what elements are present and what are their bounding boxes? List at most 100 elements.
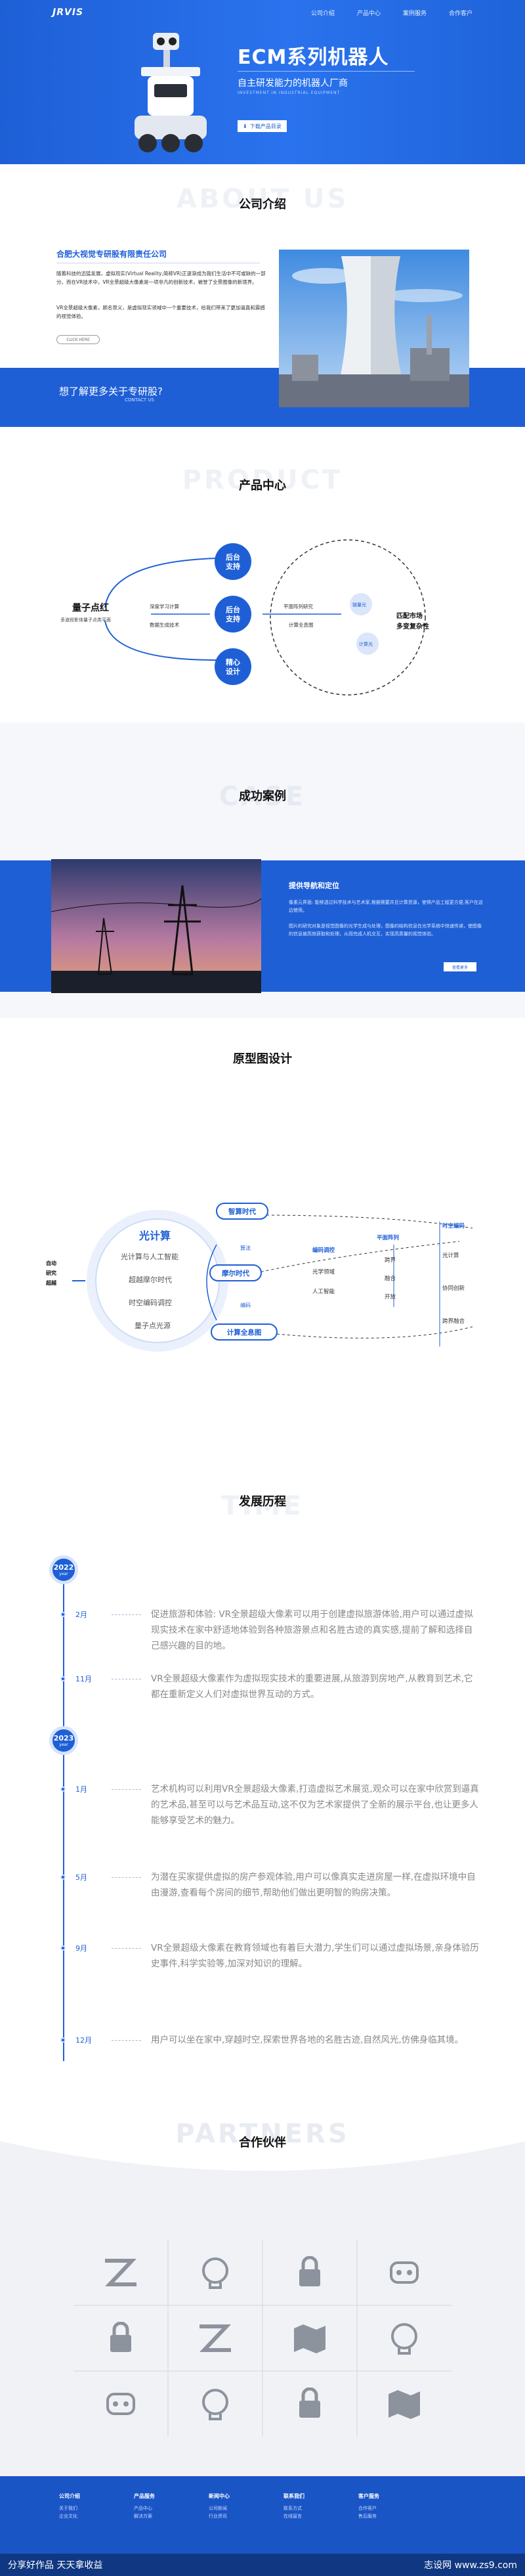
- nav-item-products[interactable]: 产品中心: [356, 10, 381, 17]
- footer-col-service: 客户服务 合作客户 售后服务: [358, 2493, 379, 2520]
- bubble-label-2: 计算光: [359, 642, 373, 647]
- footer-link[interactable]: 关于我们: [59, 2506, 77, 2511]
- footer-link[interactable]: 合作客户: [358, 2506, 377, 2511]
- event-text: 艺术机构可以利用VR全景超级大像素,打造虚拟艺术展览,观众可以在家中欣赏到逼真的…: [151, 1784, 479, 1826]
- year-2023-tag: year: [59, 1743, 68, 1747]
- footer-link[interactable]: 企业文化: [59, 2514, 77, 2519]
- center-label-2[interactable]: 后台支持: [226, 606, 240, 623]
- hero-subtitle-en: INVESTMENT IN INDUSTRIAL EQUIPMENT: [238, 91, 341, 95]
- contact-banner-sub[interactable]: CONTACT US: [125, 397, 154, 403]
- footer-col-heading[interactable]: 新闻中心: [209, 2493, 230, 2499]
- footer-link[interactable]: 联系方式: [284, 2506, 302, 2511]
- footer-col-contact: 联系我们 联系方式 在线留言: [284, 2493, 304, 2520]
- watermark-left: 分享好作品 天天拿收益: [8, 2560, 103, 2571]
- footer-col-news: 新闻中心 公司新闻 行业资讯: [209, 2493, 230, 2520]
- footer-col-heading[interactable]: 公司介绍: [59, 2493, 80, 2499]
- footer-col-products: 产品服务 产品中心 解决方案: [134, 2493, 155, 2520]
- download-catalog-button[interactable]: ⬇ 下载产品目录: [238, 120, 287, 132]
- intro-heading: 公司介绍: [239, 198, 286, 211]
- footer-columns: 公司介绍 关于我们 企业文化 产品服务 产品中心 解决方案 新闻中心 公司新闻 …: [59, 2493, 379, 2520]
- timeline-dot: [60, 2037, 66, 2043]
- footer-col-heading[interactable]: 客户服务: [358, 2493, 379, 2499]
- event-text: VR全景超级大像素在教育领域也有着巨大潜力,学生们可以通过虚拟场景,亲身体验历史…: [151, 1943, 479, 1969]
- partner-logo-map[interactable]: [262, 2305, 357, 2371]
- circle-title: 光计算: [139, 1230, 171, 1242]
- side-label-1: 自动: [46, 1260, 56, 1266]
- pill-smart-era[interactable]: 智算时代: [228, 1208, 256, 1216]
- partners-bg-text: PARTNERS: [175, 2119, 350, 2149]
- pill-holography[interactable]: 计算全息图: [226, 1329, 262, 1337]
- nav-item-clients[interactable]: 合作客户: [448, 10, 472, 17]
- timeline-dot: [60, 1945, 66, 1951]
- footer-link[interactable]: 行业资讯: [209, 2514, 227, 2519]
- partner-logo-brain[interactable]: [168, 2371, 262, 2437]
- partner-logo-lock[interactable]: [74, 2305, 168, 2371]
- partner-logo-z[interactable]: [168, 2305, 262, 2371]
- event-dash: [112, 1614, 141, 1615]
- nav-menu: 公司介绍 产品中心 案例服务 合作客户: [311, 9, 472, 17]
- partners-section: PARTNERS 合作伙伴: [0, 2119, 525, 2476]
- center-label-3[interactable]: 精心设计: [226, 658, 240, 676]
- mid-left-label-1: 深度学习计算: [150, 604, 179, 610]
- partner-logo-brain[interactable]: [168, 2240, 262, 2305]
- case-paragraph-2: 图片的研究对象是视觉图像的光学生成与处理，图像的结构信息在光学系统中快速传递，使…: [289, 923, 482, 937]
- circle-item-1: 光计算与人工智能: [121, 1253, 178, 1261]
- footer-link[interactable]: 公司新闻: [209, 2506, 227, 2511]
- top-nav: JRVIS 公司介绍 产品中心 案例服务 合作客户: [52, 5, 472, 20]
- col1-item-2: 融合: [385, 1276, 396, 1282]
- left-subtitle: 多波段影体量子点类平面: [60, 617, 111, 623]
- year-2022-label: 2022: [53, 1563, 74, 1572]
- footer-link[interactable]: 解决方案: [134, 2514, 152, 2519]
- robot-image: [135, 33, 207, 152]
- partner-logo-mask[interactable]: [357, 2240, 452, 2305]
- arc-upper-left: [104, 558, 217, 608]
- nav-item-cases[interactable]: 案例服务: [402, 10, 427, 17]
- footer-link[interactable]: 售后服务: [358, 2514, 377, 2519]
- timeline-dot: [60, 1612, 66, 1617]
- logo[interactable]: JRVIS: [52, 7, 84, 18]
- event-month: 12月: [75, 2036, 92, 2045]
- partners-grid-lines: [74, 2240, 452, 2437]
- event-month: 5月: [75, 1873, 87, 1882]
- col2-item-3: 跨界融合: [442, 1318, 465, 1325]
- contact-banner-title[interactable]: 想了解更多关于专研股?: [59, 386, 163, 397]
- year-2022-tag: year: [59, 1572, 68, 1576]
- hero-title: ECM系列机器人: [238, 46, 389, 69]
- cooling-tower-image: [279, 250, 469, 407]
- col1-item-1: 跨界: [385, 1257, 396, 1264]
- partner-logo-mask[interactable]: [74, 2371, 168, 2437]
- prototype-diagram: [72, 1203, 473, 1352]
- col1-item-3: 开放: [385, 1294, 396, 1300]
- nav-item-about[interactable]: 公司介绍: [310, 10, 335, 17]
- view-more-button[interactable]: 查看更多: [444, 962, 476, 971]
- col2-title: 时空编码: [442, 1223, 465, 1230]
- bubble-label-1: 链量光: [352, 602, 366, 608]
- cases-bg-text: CASE: [219, 782, 306, 812]
- watermark-right: 志设网 www.zs9.com: [424, 2560, 517, 2571]
- side-label: 自动 研究 超越: [46, 1258, 56, 1288]
- hero-divider: [238, 71, 415, 72]
- event-dash: [112, 1789, 141, 1790]
- footer-col-heading[interactable]: 产品服务: [134, 2493, 155, 2499]
- partner-logo-brain[interactable]: [357, 2305, 452, 2371]
- center-circle-3: [215, 648, 251, 685]
- event-dash: [112, 1948, 141, 1949]
- footer-col-heading[interactable]: 联系我们: [284, 2493, 304, 2499]
- center-label-1[interactable]: 后台支持: [226, 553, 240, 571]
- partner-logo-lock[interactable]: [262, 2371, 357, 2437]
- watermark-bar: 分享好作品 天天拿收益 志设网 www.zs9.com: [0, 2554, 525, 2576]
- small-label-code: 编码: [240, 1302, 251, 1308]
- footer-link[interactable]: 在线留言: [284, 2514, 302, 2519]
- partner-logo-z[interactable]: [74, 2240, 168, 2305]
- click-here-button[interactable]: CLICK HERE: [56, 335, 100, 344]
- footer-link[interactable]: 产品中心: [134, 2506, 152, 2511]
- event-dash: [112, 2040, 141, 2041]
- pill-moore-era[interactable]: 摩尔时代: [222, 1270, 249, 1277]
- cases-heading: 成功案例: [239, 789, 286, 803]
- partner-logo-map[interactable]: [357, 2371, 452, 2437]
- company-paragraph-2: VR全景超级大像素，顾名思义，是虚拟现实领域中一个重要技术，给我们带来了更加逼真…: [56, 305, 265, 319]
- col2-item-1: 光计算: [442, 1253, 459, 1259]
- partner-logo-lock[interactable]: [262, 2240, 357, 2305]
